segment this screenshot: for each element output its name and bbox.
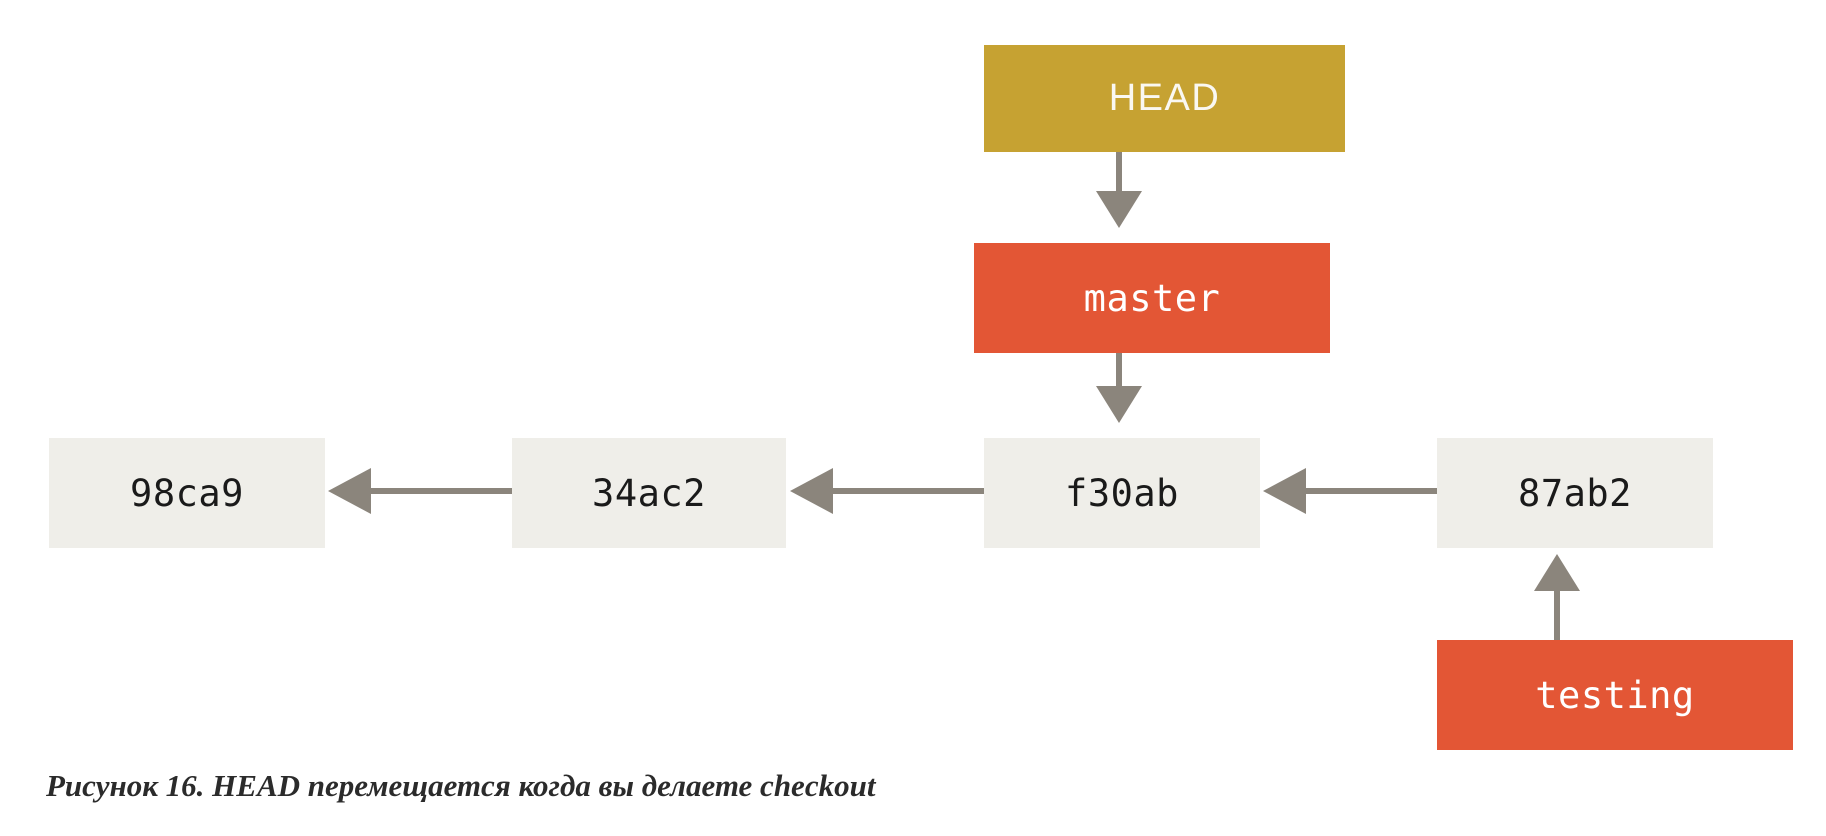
commit-node[interactable]: 34ac2 xyxy=(512,438,786,548)
head-pointer-label: HEAD xyxy=(1108,77,1221,119)
branch-pointer-master[interactable]: master xyxy=(974,243,1330,353)
arrow-f30ab-to-34ac2 xyxy=(790,468,984,514)
commit-hash-label: 87ab2 xyxy=(1518,471,1632,515)
arrow-master-to-f30ab xyxy=(1096,353,1142,423)
commit-hash-label: f30ab xyxy=(1065,471,1179,515)
arrow-34ac2-to-98ca9 xyxy=(328,468,512,514)
commit-node[interactable]: f30ab xyxy=(984,438,1260,548)
arrow-head-to-master xyxy=(1096,152,1142,228)
commit-hash-label: 98ca9 xyxy=(130,471,244,515)
branch-pointer-testing-label: testing xyxy=(1535,673,1695,717)
branch-pointer-master-label: master xyxy=(1083,276,1221,320)
arrow-87ab2-to-f30ab xyxy=(1263,468,1437,514)
branch-pointer-testing[interactable]: testing xyxy=(1437,640,1793,750)
commit-hash-label: 34ac2 xyxy=(592,471,706,515)
figure-caption: Рисунок 16. HEAD перемещается когда вы д… xyxy=(46,768,876,803)
head-pointer-node[interactable]: HEAD xyxy=(984,45,1345,152)
commit-node[interactable]: 98ca9 xyxy=(49,438,325,548)
commit-node[interactable]: 87ab2 xyxy=(1437,438,1713,548)
arrow-testing-to-87ab2 xyxy=(1534,554,1580,640)
